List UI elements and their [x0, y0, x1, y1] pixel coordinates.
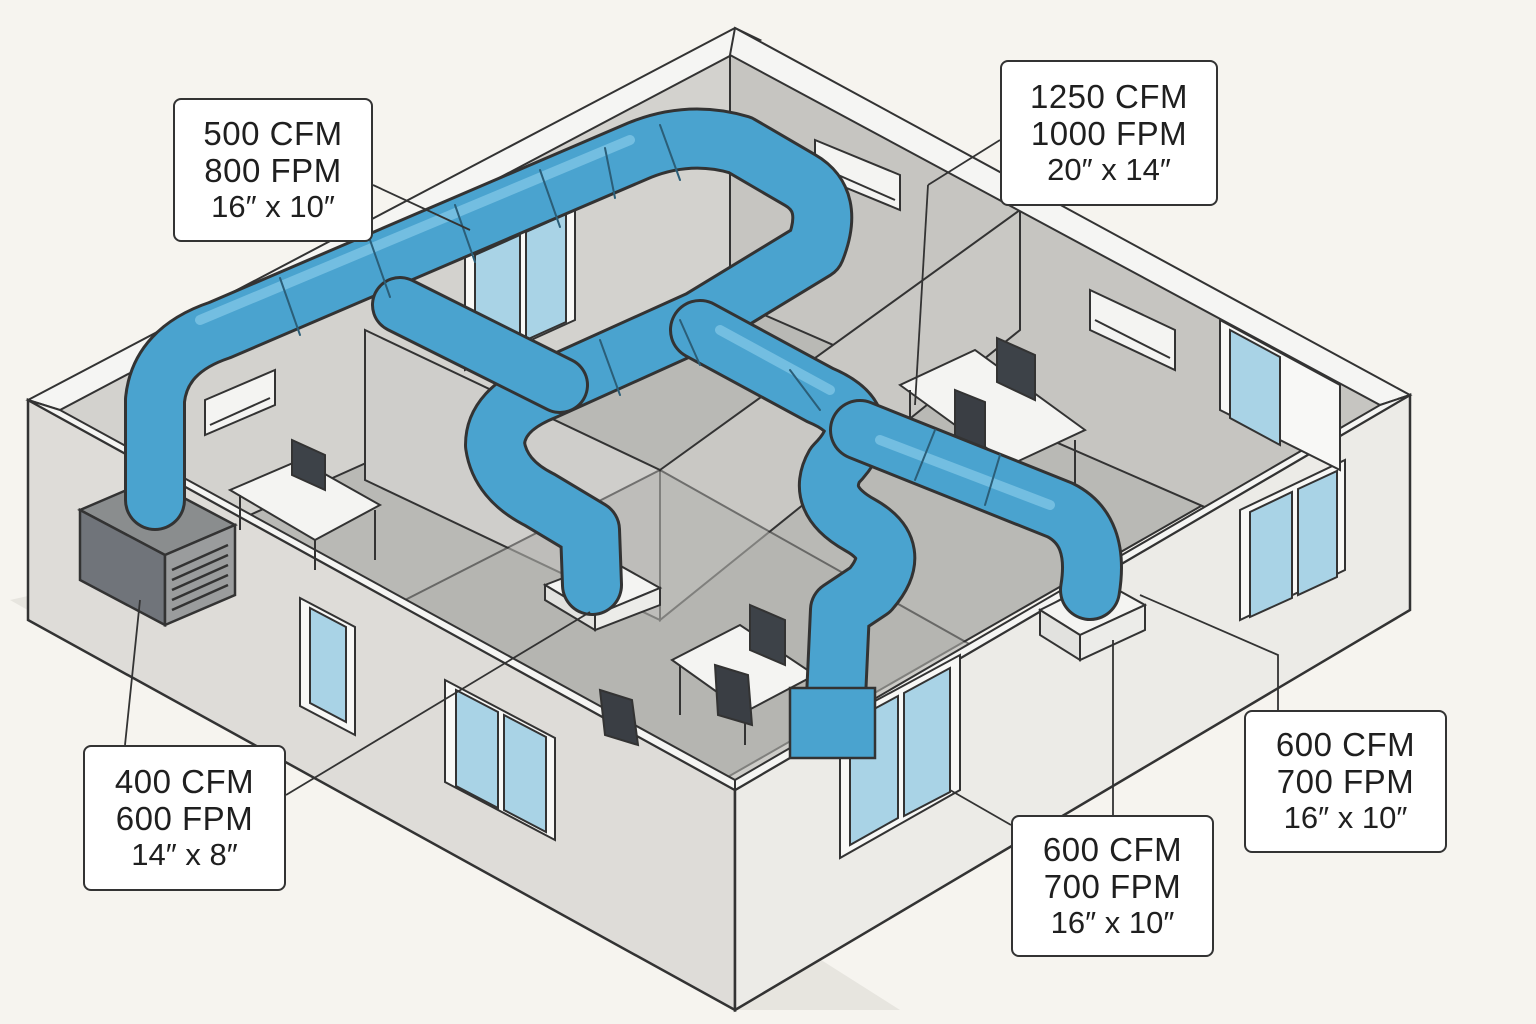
airflow-callout-top-left: 500 CFM 800 FPM 16″ x 10″ — [173, 98, 373, 242]
window-icon — [1239, 458, 1346, 622]
airflow-callout-bottom-right: 600 CFM 700 FPM 16″ x 10″ — [1244, 710, 1447, 853]
fpm-label: 700 FPM — [1043, 867, 1182, 905]
office-chair-icon — [713, 663, 754, 727]
cfm-label: 600 CFM — [1275, 726, 1416, 764]
cfm-label: 400 CFM — [114, 762, 255, 800]
office-chair-icon — [598, 688, 640, 747]
duct-drop-outlet — [788, 686, 877, 760]
airflow-callout-top-right: 1250 CFM 1000 FPM 20″ x 14″ — [1000, 60, 1218, 206]
cfm-label: 1250 CFM — [1029, 77, 1189, 115]
duct-size-label: 16″ x 10″ — [1050, 904, 1175, 940]
window-icon — [444, 678, 556, 842]
wall-ac-unit-icon — [1089, 288, 1176, 372]
fpm-label: 700 FPM — [1276, 763, 1415, 801]
duct-size-label: 14″ x 8″ — [131, 836, 238, 872]
desk-icon — [227, 458, 383, 570]
window-icon — [1219, 318, 1341, 472]
window-icon — [299, 596, 356, 737]
fpm-label: 800 FPM — [204, 151, 342, 189]
monitor-icon — [749, 603, 786, 667]
duct-size-label: 16″ x 10″ — [211, 188, 335, 224]
leader-lines — [124, 139, 1279, 826]
fpm-label: 1000 FPM — [1030, 114, 1188, 152]
duct-size-label: 20″ x 14″ — [1047, 151, 1171, 187]
fpm-label: 600 FPM — [115, 799, 254, 837]
airflow-callout-bottom-middle: 600 CFM 700 FPM 16″ x 10″ — [1011, 815, 1214, 957]
monitor-icon — [996, 336, 1036, 402]
cfm-label: 600 CFM — [1042, 830, 1183, 868]
wall-ac-unit-icon — [204, 368, 276, 437]
duct-size-label: 16″ x 10″ — [1283, 800, 1408, 836]
supply-duct-network — [124, 107, 1123, 751]
airflow-callout-bottom-left: 400 CFM 600 FPM 14″ x 8″ — [83, 745, 286, 891]
monitor-icon — [291, 438, 326, 492]
cfm-label: 500 CFM — [203, 114, 343, 152]
